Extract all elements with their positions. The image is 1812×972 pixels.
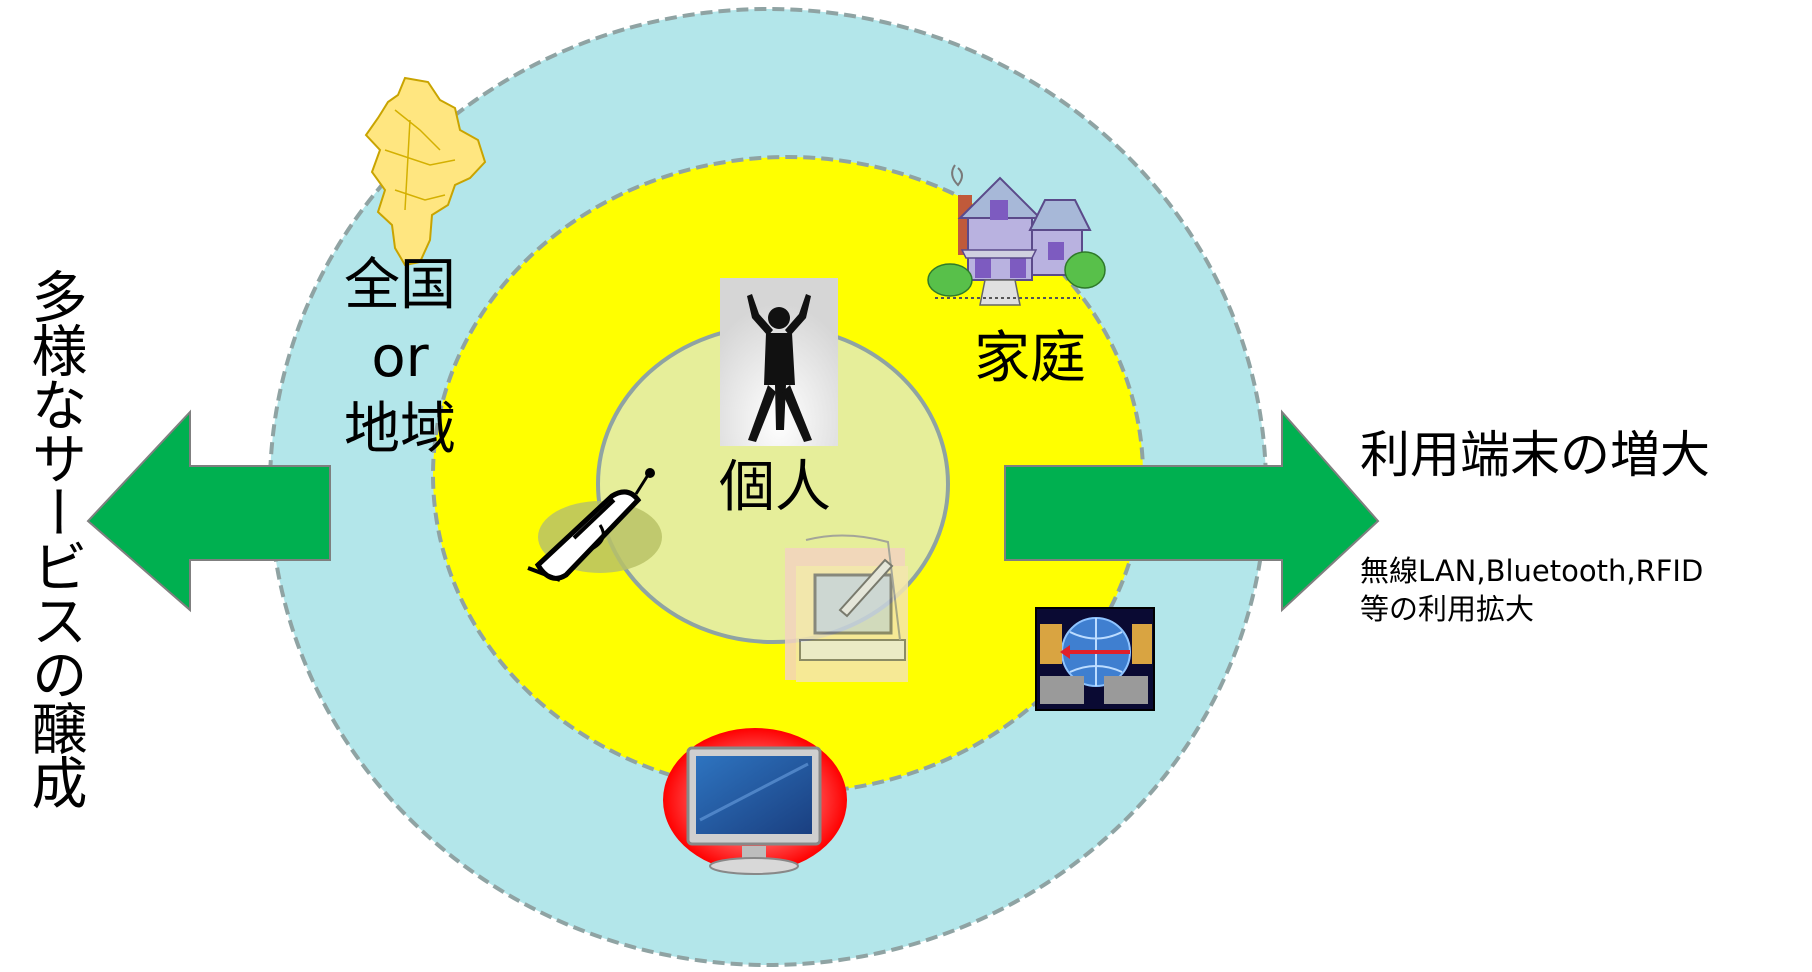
- right-subcaption-line1: 無線LAN,Bluetooth,RFID: [1360, 554, 1704, 588]
- right-subcaption-line2: 等の利用拡大: [1360, 592, 1535, 626]
- label-household: 家庭: [974, 326, 1086, 391]
- map-icon: [364, 76, 487, 267]
- label-individual: 個人: [719, 455, 831, 520]
- left-arrow: [86, 409, 331, 613]
- label-nationwide-line1: 全国: [344, 253, 456, 318]
- tv-icon: [663, 728, 847, 875]
- network-computers-icon: [1035, 607, 1155, 711]
- right-subcaption: 無線LAN,Bluetooth,RFID 等の利用拡大: [1360, 552, 1703, 628]
- label-nationwide-line2: or: [371, 325, 429, 390]
- person-silhouette-icon: [720, 278, 838, 446]
- label-nationwide-or-regional: 全国 or 地域: [315, 250, 485, 466]
- pen-tablet-icon: [785, 534, 908, 682]
- label-nationwide-line3: 地域: [344, 397, 456, 462]
- mobile-phone-icon: [527, 468, 662, 582]
- right-caption: 利用端末の増大: [1360, 426, 1710, 484]
- right-arrow: [1004, 409, 1380, 613]
- house-icon: [927, 164, 1106, 306]
- left-caption: 多様なサービスの醸成: [22, 268, 87, 808]
